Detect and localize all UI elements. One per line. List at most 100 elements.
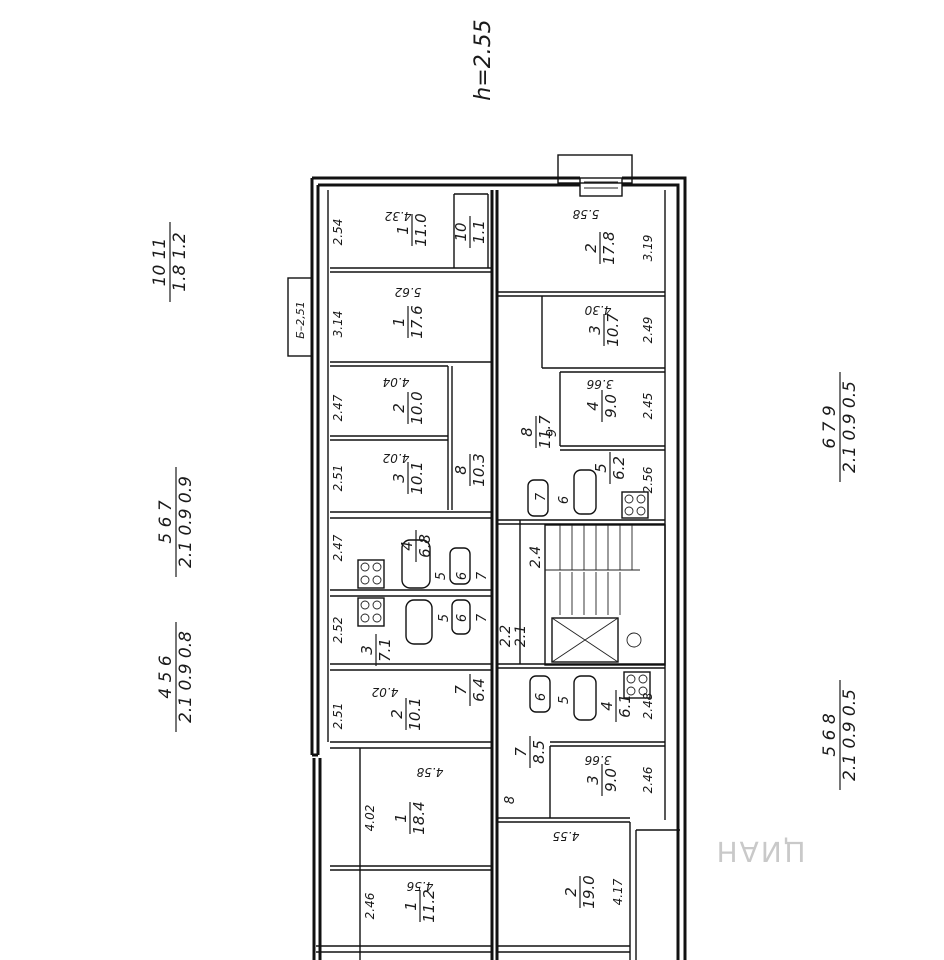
room-number: 4 [398, 541, 416, 551]
room-width: 4.02 [363, 805, 377, 832]
closet-label: 7 [534, 492, 549, 501]
room-area: 10.7 [604, 313, 622, 347]
room-area: 9.0 [602, 768, 620, 792]
room-length: 3.66 [586, 377, 613, 391]
room-area: 10.3 [470, 453, 488, 486]
room-number: 3 [390, 473, 408, 483]
room-width: 3.19 [641, 235, 655, 262]
room-width: 2.51 [331, 465, 345, 492]
fraction-denominator: 2.1 0.9 0.5 [840, 689, 860, 781]
room-area: 10.1 [408, 461, 426, 494]
room-width: 4.17 [611, 878, 625, 905]
room-length: 3.66 [584, 753, 611, 767]
room-area: 6.2 [610, 456, 628, 480]
room-number: 1 [394, 225, 412, 235]
room-area: 7.1 [376, 638, 394, 662]
closet-label: 6 [455, 614, 470, 622]
fraction-denominator: 2.1 0.9 0.8 [176, 631, 196, 723]
exterior-walls [310, 176, 687, 960]
room-number: 1 [392, 813, 410, 823]
ceiling-height-label: h=2.55 [471, 19, 496, 100]
closet-label: 5 [437, 614, 452, 622]
fraction-numerator: 6 7 9 [820, 405, 840, 448]
room-number: 3 [584, 775, 602, 785]
room-number: 8 [518, 427, 536, 437]
watermark: ЦИАН [715, 835, 806, 868]
closet-label: 6 [534, 693, 549, 701]
room-length: 5.62 [395, 285, 422, 299]
room-width: 2.45 [641, 393, 655, 420]
closet-label: 5 [434, 572, 449, 580]
room-width: 2.49 [641, 317, 655, 344]
side-fraction-4: 6 7 9 2.1 0.9 0.5 [820, 372, 860, 482]
room-area: 11.0 [412, 213, 430, 246]
room-number: 4 [584, 401, 602, 411]
room-length: 4.04 [383, 375, 410, 389]
room-number: 2 [582, 243, 600, 253]
room-number: 3 [358, 645, 376, 655]
room-area: 18.4 [410, 801, 428, 834]
room-width: 2.52 [331, 617, 345, 644]
room-area: 11.2 [420, 889, 438, 922]
fraction-numerator: 4 5 6 [156, 655, 176, 698]
room-area: 10.1 [406, 697, 424, 730]
room-number: 2 [390, 403, 408, 413]
room-area: 17.6 [408, 305, 426, 338]
room-length: 4.30 [584, 303, 611, 317]
stove-icon [623, 671, 651, 699]
closet-label: 6 [455, 572, 470, 580]
closet-label: 7 [475, 571, 490, 580]
closet-label: 9 [545, 429, 560, 437]
stove-icon [357, 559, 385, 589]
room-area: 8.5 [530, 740, 548, 764]
fraction-denominator: 2.1 0.9 0.9 [176, 476, 196, 568]
room-number: 4 [598, 701, 616, 711]
closet-label: 7 [475, 613, 490, 622]
room-width: 3.14 [331, 311, 345, 338]
bathroom-fixtures [357, 469, 651, 721]
room-number: 7 [452, 685, 470, 695]
room-number: 1 [390, 317, 408, 327]
corridor-dim-label: 2.2 [498, 625, 514, 647]
room-number: 3 [586, 325, 604, 335]
room-area: 19.0 [580, 875, 598, 908]
room-length: 4.58 [416, 765, 443, 779]
room-area: 1.1 [470, 220, 488, 244]
room-width: 2.51 [331, 703, 345, 730]
room-length: 5.58 [572, 207, 599, 221]
room-number: 2 [388, 709, 406, 719]
room-width: 2.47 [331, 394, 345, 421]
room-area: 6.8 [416, 534, 434, 558]
room-number: 1 [402, 901, 420, 911]
side-fraction-3: 4 5 6 2.1 0.9 0.8 [156, 622, 196, 732]
room-length: 4.02 [383, 451, 410, 465]
room-width: 2.56 [641, 466, 655, 493]
balcony-label: Б–2,51 [294, 301, 307, 339]
fraction-numerator: 10 11 [150, 238, 170, 287]
room-length: 4.56 [406, 879, 433, 893]
side-fraction-2: 5 6 7 2.1 0.9 0.9 [156, 467, 196, 577]
closet-label: 8 [503, 796, 518, 804]
fraction-numerator: 5 6 8 [820, 713, 840, 756]
room-area: 10.0 [408, 391, 426, 424]
fraction-denominator: 2.1 0.9 0.5 [840, 381, 860, 473]
fraction-numerator: 5 6 7 [156, 500, 176, 543]
room-width: 2.47 [331, 534, 345, 561]
